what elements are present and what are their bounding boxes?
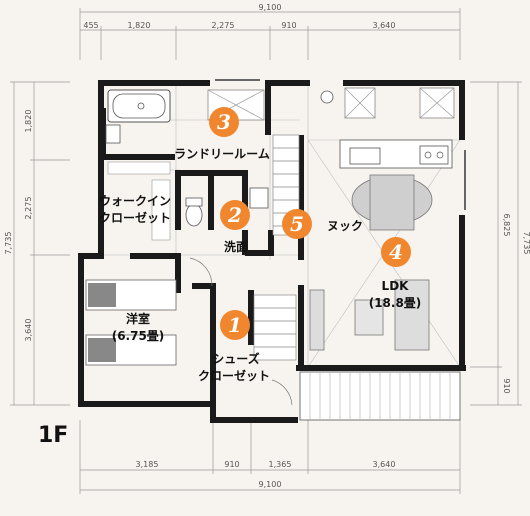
left-dimensions: 7,735 1,820 2,275 3,640 — [4, 81, 70, 406]
bottom-dimensions: 3,185 910 1,365 3,640 9,100 — [79, 420, 461, 494]
bottom-dim-1: 3,185 — [136, 460, 159, 469]
floor-label: 1F — [38, 423, 68, 448]
shoe-closet-label-line2: クローゼット — [198, 368, 270, 383]
bottom-dim-4: 3,640 — [373, 460, 396, 469]
marker-2: 2 — [220, 200, 250, 230]
left-dim-1: 1,820 — [24, 110, 33, 133]
right-dimensions: 6,825 910 7,735 — [470, 81, 530, 406]
wic-label-line1: ウォークイン — [99, 194, 171, 208]
right-dim-1: 6,825 — [502, 214, 511, 237]
wic-label-line2: クローゼット — [99, 210, 171, 225]
marker-3: 3 — [209, 107, 239, 137]
bedroom-label-line1: 洋室 — [126, 311, 150, 326]
left-dim-3: 3,640 — [24, 319, 33, 342]
top-total-dim: 9,100 — [259, 3, 282, 12]
shoe-closet-label-line1: シューズ — [212, 351, 259, 366]
nook-label: ヌック — [327, 219, 363, 233]
marker-1: 1 — [220, 310, 250, 340]
room-labels: ランドリールーム ウォークイン クローゼット 洗面 ヌック LDK (18.8畳… — [99, 147, 421, 383]
ldk-label-line2: (18.8畳) — [369, 296, 422, 310]
top-dim-5: 3,640 — [373, 21, 396, 30]
number-markers: 3 2 5 4 1 — [209, 107, 411, 340]
bottom-dim-2: 910 — [224, 460, 239, 469]
fixtures — [85, 79, 466, 421]
top-dim-3: 2,275 — [212, 21, 235, 30]
marker-4: 4 — [381, 237, 411, 267]
svg-text:4: 4 — [389, 240, 403, 264]
bottom-total-dim: 9,100 — [259, 480, 282, 489]
walls — [78, 80, 466, 423]
svg-text:5: 5 — [290, 212, 304, 236]
right-dim-2: 910 — [502, 378, 511, 393]
bottom-dim-3: 1,365 — [269, 460, 292, 469]
left-total-dim: 7,735 — [4, 232, 13, 255]
bedroom-label-line2: (6.75畳) — [112, 329, 165, 343]
right-total-dim: 7,735 — [522, 232, 530, 255]
top-dimensions: 9,100 455 1,820 2,275 910 3,640 — [79, 3, 461, 60]
svg-text:2: 2 — [227, 203, 242, 227]
laundry-room-label: ランドリールーム — [174, 147, 270, 161]
top-dim-2: 1,820 — [128, 21, 151, 30]
top-dim-4: 910 — [281, 21, 296, 30]
svg-text:1: 1 — [228, 313, 242, 337]
washroom-label: 洗面 — [224, 239, 248, 254]
left-dim-2: 2,275 — [24, 197, 33, 220]
marker-5: 5 — [282, 209, 312, 239]
svg-text:3: 3 — [217, 110, 231, 134]
ldk-label-line1: LDK — [382, 279, 410, 293]
top-dim-1: 455 — [83, 21, 98, 30]
